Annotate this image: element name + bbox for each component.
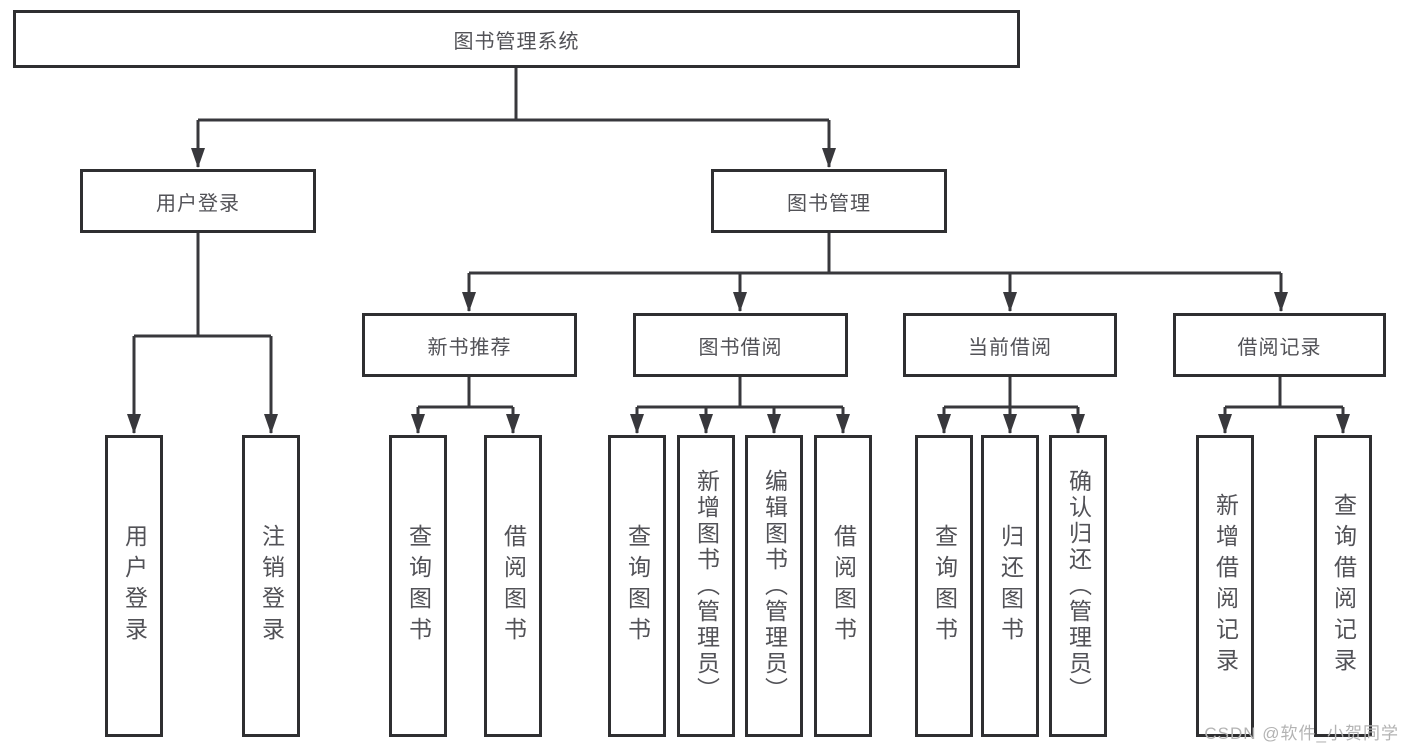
wire-root-branch	[198, 68, 829, 122]
node-label: 新增图书（管理员）	[693, 469, 720, 703]
node-label: 确认归还（管理员）	[1065, 469, 1092, 703]
csdn-watermark: CSDN @软件_小贺同学	[1204, 724, 1399, 743]
node-label: 编辑图书（管理员）	[761, 469, 788, 703]
leaf-return-books: 归还图书	[981, 435, 1039, 737]
node-label: 查询借阅记录	[1330, 493, 1357, 679]
node-current-borrow: 当前借阅	[903, 313, 1117, 377]
node-new-book-recommend: 新书推荐	[362, 313, 577, 377]
leaf-query-books-borrow: 查询图书	[608, 435, 666, 737]
leaf-user-login: 用户登录	[105, 435, 163, 737]
leaf-logout: 注销登录	[242, 435, 300, 737]
node-label: 用户登录	[156, 192, 240, 215]
node-label: 查询图书	[405, 524, 432, 648]
node-label: 当前借阅	[968, 336, 1052, 359]
node-label: 用户登录	[121, 524, 148, 648]
node-label: 图书管理	[787, 192, 871, 215]
node-label: 查询图书	[624, 524, 651, 648]
node-label: 借阅记录	[1237, 336, 1322, 359]
leaf-edit-books-admin: 编辑图书（管理员）	[745, 435, 803, 737]
node-label: 注销登录	[258, 524, 285, 648]
node-label: 新增借阅记录	[1212, 493, 1239, 679]
node-book-borrow: 图书借阅	[633, 313, 848, 377]
node-label: 图书借阅	[698, 336, 783, 359]
node-label: 图书管理系统	[453, 30, 580, 53]
leaf-add-books-admin: 新增图书（管理员）	[677, 435, 735, 737]
node-borrow-records: 借阅记录	[1173, 313, 1386, 377]
leaf-query-books-current: 查询图书	[915, 435, 973, 737]
wire-current-branch	[944, 377, 1078, 409]
node-user-login: 用户登录	[80, 169, 316, 233]
leaf-query-borrow-record: 查询借阅记录	[1314, 435, 1372, 737]
leaf-confirm-return-admin: 确认归还（管理员）	[1049, 435, 1107, 737]
wire-recommend-branch	[418, 377, 513, 409]
node-label: 借阅图书	[500, 524, 527, 648]
leaf-borrow-books-recommend: 借阅图书	[484, 435, 542, 737]
wire-book-management-branch	[469, 233, 1281, 275]
leaf-borrow-books: 借阅图书	[814, 435, 872, 737]
node-label: 归还图书	[997, 524, 1024, 648]
wire-user-login-branch	[134, 233, 271, 338]
wire-records-branch	[1225, 377, 1343, 409]
leaf-add-borrow-record: 新增借阅记录	[1196, 435, 1254, 737]
wire-borrow-branch	[637, 377, 843, 409]
node-label: 新书推荐	[427, 336, 512, 359]
node-library-management-system: 图书管理系统	[13, 10, 1020, 68]
node-label: 查询图书	[931, 524, 958, 648]
node-label: 借阅图书	[830, 524, 857, 648]
node-book-management: 图书管理	[711, 169, 947, 233]
leaf-query-books-recommend: 查询图书	[389, 435, 447, 737]
